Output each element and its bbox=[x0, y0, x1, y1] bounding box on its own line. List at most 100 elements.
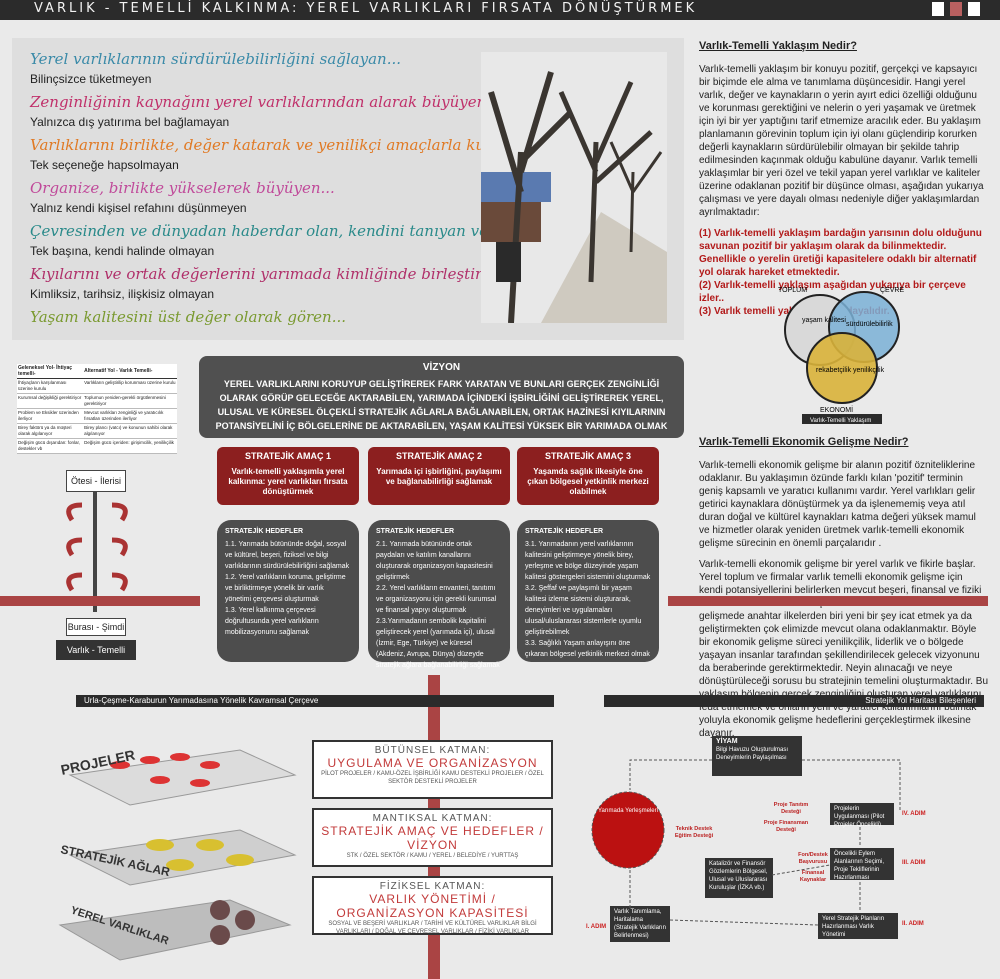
step-1: I. ADIM bbox=[586, 924, 607, 930]
street-photo bbox=[481, 52, 667, 323]
layer-box-2: MANTIKSAL KATMAN:STRATEJİK AMAÇ VE HEDEF… bbox=[312, 808, 553, 867]
header-bar: VARLIK - TEMELLİ KALKINMA: YEREL VARLIKL… bbox=[0, 0, 1000, 20]
roadmap-title: Stratejik Yol Haritası Bileşenleri bbox=[604, 695, 984, 707]
venn-label-ekonomi: EKONOMİ bbox=[820, 405, 853, 414]
strategy-box-1: STRATEJİK HEDEFLER 1.1. Yarımada bütününd… bbox=[217, 520, 359, 662]
venn-label-toplum: TOPLUM bbox=[778, 287, 807, 294]
approach-point-2: (2) Varlık-temelli yaklaşım aşağıdan yuk… bbox=[699, 280, 966, 304]
intro-line: Kıyılarını ve ortak değerlerini yarımada… bbox=[30, 265, 544, 283]
layer-head: MANTIKSAL KATMAN: bbox=[372, 813, 493, 824]
page-title: VARLIK - TEMELLİ KALKINMA: YEREL VARLIKL… bbox=[34, 1, 698, 16]
intro-line: Tek başına, kendi halinde olmayan bbox=[30, 243, 215, 258]
vision-text: YEREL VARLIKLARINI KORUYUP GELİŞTİREREK … bbox=[215, 379, 668, 431]
yiyam-text: Bilgi Havuzu Oluşturulması Deneyimlerin … bbox=[716, 747, 789, 761]
layer-sub: PİLOT PROJELER / KAMU-ÖZEL İŞBİRLİĞİ KAM… bbox=[321, 771, 544, 785]
venn-caption: Varlık-Temelli Yaklaşım bbox=[810, 418, 871, 424]
venn-center-1: yaşam kalitesi bbox=[802, 317, 846, 324]
strategy-item: 2.1. Yarımada bütününde ortak paydaları … bbox=[376, 541, 493, 581]
layer-main: UYGULAMA VE ORGANİZASYON bbox=[327, 756, 538, 770]
layer-box-3: FİZİKSEL KATMAN:VARLIK YÖNETİMİ / ORGANİ… bbox=[312, 876, 553, 935]
intro-line: Yaşam kalitesini üst değer olarak gören.… bbox=[30, 308, 347, 326]
oval-label: Yarımada Yerleşmeleri bbox=[598, 808, 658, 814]
priority-box: Öncelikli Eylem Alanlarının Seçimi, Proj… bbox=[830, 848, 894, 881]
header-square-white-2 bbox=[968, 2, 980, 16]
strategy-item: 1.2. Yerel varlıkların koruma, geliştirm… bbox=[225, 574, 346, 603]
table-cell: Değişim gücü dışarıdan: fonlar, destekle… bbox=[17, 438, 84, 454]
venn-center-2: sürdürülebilirlik bbox=[846, 321, 893, 328]
layer-main: VARLIK YÖNETİMİ / ORGANİZASYON KAPASİTES… bbox=[336, 892, 529, 920]
vision-box: VİZYON YEREL VARLIKLARINI KORUYUP GELİŞT… bbox=[199, 356, 684, 438]
table-cell: Varlıkların geliştirilip korunması üzeri… bbox=[83, 378, 177, 394]
goal-heading: STRATEJİK AMAÇ 3 bbox=[544, 451, 631, 461]
economic-paragraph-2: Varlık-temelli ekonomik gelişme bir yere… bbox=[699, 559, 989, 739]
table-header: Geleneksel Yol- İhtiyaç temelli- bbox=[17, 364, 84, 379]
strategy-item: 3.3. Sağlıklı Yaşam anlayışını öne çıkar… bbox=[525, 640, 650, 658]
comparison-table: Geleneksel Yol- İhtiyaç temelli-Alternat… bbox=[17, 364, 177, 454]
strategy-item: 2.3.Yarımadanın sembolik kapitalini geli… bbox=[376, 618, 500, 669]
intro-line: Varlıklarını birlikte, değer katarak ve … bbox=[30, 136, 547, 154]
vision-title: VİZYON bbox=[422, 362, 461, 373]
yiyam-title: YİYAM bbox=[716, 738, 738, 745]
tag-fon: Fon/Destek Başvurusu bbox=[798, 852, 828, 865]
intro-line: Bilinçsizce tüketmeyen bbox=[30, 71, 152, 86]
table-cell: Problem ve Eksikler üzerinden ilerliyor bbox=[17, 408, 84, 424]
table-header: Alternatif Yol - Varlık Temelli- bbox=[83, 364, 177, 379]
intro-line: Organize, birlikte yükselerek büyüyen... bbox=[30, 179, 335, 197]
tag-kaynaklar: Finansal Kaynaklar bbox=[799, 870, 827, 883]
table-row: İhtiyaçların karşılanması üzerine kurulu… bbox=[17, 378, 177, 394]
step-4: IV. ADIM bbox=[902, 811, 926, 817]
header-square-white bbox=[932, 2, 944, 16]
layer-head: BÜTÜNSEL KATMAN: bbox=[374, 745, 491, 756]
label-varlik-temelli: Varlık - Temelli bbox=[56, 640, 136, 660]
step-2: II. ADIM bbox=[902, 921, 924, 927]
intro-line: Yerel varlıklarının sürdürülebilirliğini… bbox=[30, 50, 402, 68]
right-arrow bbox=[668, 596, 988, 606]
yiyam-box: YİYAM Bilgi Havuzu Oluşturulması Deneyim… bbox=[712, 736, 802, 776]
left-arrow bbox=[0, 596, 200, 606]
table-row: Değişim gücü dışarıdan: fonlar, destekle… bbox=[17, 438, 177, 454]
table-cell: İhtiyaçların karşılanması üzerine kurulu bbox=[17, 378, 84, 394]
venn-center-3: rekabetçilik yenilikçilik bbox=[816, 367, 885, 374]
strategy-heading: STRATEJİK HEDEFLER bbox=[225, 528, 304, 535]
approach-paragraph: Varlık-temelli yaklaşım bir konuyu pozit… bbox=[699, 64, 984, 218]
intro-line: Yalnızca dış yatırıma bel bağlamayan bbox=[30, 114, 230, 129]
strategy-item: 3.1. Yarımadanın yerel varlıklarının kal… bbox=[525, 541, 651, 581]
tag-tanitim: Proje Tanıtım Desteği bbox=[773, 802, 809, 815]
label-otesi: Ötesi - İlerisi bbox=[66, 470, 126, 492]
strategy-heading: STRATEJİK HEDEFLER bbox=[525, 528, 604, 535]
table-cell: Değişim gücü içeriden: girişimcilik, yen… bbox=[83, 438, 177, 454]
economic-heading: Varlık-Temelli Ekonomik Gelişme Nedir? bbox=[699, 436, 909, 448]
strategic-goal-3: STRATEJİK AMAÇ 3 Yaşamda sağlık ilkesiyle… bbox=[517, 447, 659, 505]
table-row: Birey faktörü ya da müşteri olarak algıl… bbox=[17, 423, 177, 439]
goal-text: Varlık-temelli yaklaşımla yerel kalkınma… bbox=[228, 467, 348, 496]
strategy-box-3: STRATEJİK HEDEFLER 3.1. Yarımadanın yerel… bbox=[517, 520, 659, 662]
venn-circle-ekonomi bbox=[806, 332, 878, 404]
pilot-box: Projelerin Uygulanması (Pilot Projeler Ö… bbox=[830, 803, 894, 828]
intro-line: Yalnız kendi kişisel refahını düşünmeyen bbox=[30, 200, 247, 215]
approach-section: Varlık-Temelli Yaklaşım Nedir? Varlık-te… bbox=[699, 40, 989, 318]
strategic-plan-box: Yerel Stratejik Planların Hazırlanması V… bbox=[818, 913, 898, 939]
strategy-item: 2.2. Yerel varlıkların envanteri, tanıtı… bbox=[376, 585, 497, 614]
header-square-red bbox=[950, 2, 962, 16]
layer-sub: SOSYAL VE BEŞERİ VARLIKLAR / TARİHİ VE K… bbox=[328, 921, 537, 935]
strategy-item: 1.1. Yarımada bütününde doğal, sosyal ve… bbox=[225, 541, 350, 570]
catalyst-box: Katalizör ve Finansör Gözlemlerin Bölges… bbox=[705, 858, 773, 898]
tag-teknik: Teknik Destek Eğitim Desteği bbox=[674, 826, 714, 839]
table-cell: Mevcut varlıkları zenginliği ve yaratıcı… bbox=[83, 408, 177, 424]
vertical-arrow-line bbox=[93, 492, 97, 612]
strategy-item: 3.2. Şeffaf ve paylaşımlı bir yaşam kali… bbox=[525, 585, 642, 636]
goal-heading: STRATEJİK AMAÇ 1 bbox=[244, 451, 331, 461]
economic-paragraph-1: Varlık-temelli ekonomik gelişme bir alan… bbox=[699, 460, 976, 549]
inventory-box: Varlık Tanımlama, Haritalama (Stratejik … bbox=[610, 906, 670, 942]
table-cell: Birey plancı (vatcı) ve konunun sahibi o… bbox=[83, 423, 177, 439]
intro-line: Zenginliğinin kaynağını yerel varlıkları… bbox=[30, 93, 501, 111]
goal-text: Yaşamda sağlık ilkesiyle öne çıkan bölge… bbox=[527, 467, 649, 496]
layer-head: FİZİKSEL KATMAN: bbox=[379, 881, 486, 892]
settlements-oval: Yarımada Yerleşmeleri bbox=[591, 791, 665, 869]
approach-heading: Varlık-Temelli Yaklaşım Nedir? bbox=[699, 40, 857, 52]
layer-box-1: BÜTÜNSEL KATMAN:UYGULAMA VE ORGANİZASYON… bbox=[312, 740, 553, 799]
